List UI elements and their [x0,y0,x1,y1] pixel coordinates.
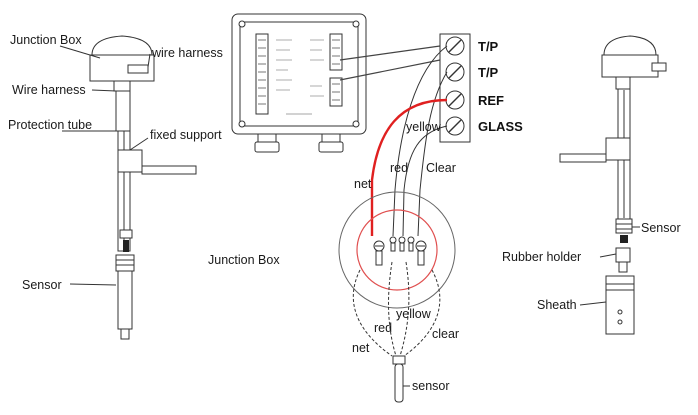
left-junction-box-neck [113,80,131,92]
left-sensor-connector [123,240,129,252]
wire-clear-lower [403,269,441,357]
right-junction-box-body [601,54,659,78]
wires: yellow red Clear net [354,45,456,237]
left-fixed-support-clamp [117,149,143,173]
center-sensor-probe [394,363,404,403]
label-wire-harness-left: Wire harness [12,83,86,97]
terminal-block: T/P T/P REF GLASS [439,33,523,143]
left-protection-tube-upper [115,90,131,132]
wire-red-lower [388,261,397,357]
label-wire-red-lower: red [374,321,392,335]
label-wire-clear-lower: clear [432,327,459,341]
label-wire-yellow-lower: yellow [396,307,432,321]
label-sensor-center: sensor [412,379,450,393]
label-sensor-left: Sensor [22,278,62,292]
sensor-head-inner-ring [356,209,438,291]
sensor-head-outer-ring [338,191,456,309]
label-wire-red-upper: red [390,161,408,175]
terminal-label-tp-2: T/P [478,65,499,80]
wire-net-ref [370,98,448,236]
label-sheath: Sheath [537,298,577,312]
terminal-label-ref: REF [478,93,504,108]
pcb-terminal-strip-left [255,33,269,115]
terminal-screws [445,36,465,136]
right-fixed-support-bracket [559,153,607,163]
terminal-label-tp-1: T/P [478,39,499,54]
label-wire-harness-top: wire harness [151,46,223,60]
right-sensor-connector [620,235,628,243]
wire-net-lower [352,269,393,357]
label-wire-net-lower: net [352,341,370,355]
sensor-head: yellow red clear net sensor [338,191,459,403]
label-wire-net-upper: net [354,177,372,191]
wire-red [392,45,448,237]
cable-gland-left [257,133,277,143]
cable-gland-right [321,133,341,143]
left-sensor-body [117,270,133,330]
right-junction-box-dome [603,35,657,56]
label-wire-clear-upper: Clear [426,161,456,175]
left-fixed-support-bracket [141,165,197,175]
left-wire-harness-connector [127,64,149,74]
junction-box-pcb: Junction Box [208,13,441,267]
terminal-label-glass: GLASS [478,119,523,134]
left-junction-box-dome [91,35,153,56]
left-assembly: Junction Box wire harness Wire harness P… [8,33,223,340]
label-junction-box-left: Junction Box [10,33,82,47]
right-assembly: Sensor Rubber holder Sheath [502,35,681,335]
label-fixed-support: fixed support [150,128,222,142]
label-rubber-holder: Rubber holder [502,250,581,264]
wire-yellow-lower [399,261,410,357]
label-protection-tube: Protection tube [8,118,92,132]
pcb-terminal-strip-right-top [329,33,343,71]
label-sensor-right: Sensor [641,221,681,235]
wire-yellow [402,125,448,237]
right-fixed-support-clamp [605,137,631,161]
label-junction-box-center: Junction Box [208,253,280,267]
right-sheath [605,275,635,335]
wire-clear [417,71,448,237]
label-wire-yellow-upper: yellow [406,120,442,134]
right-rubber-holder [615,247,631,263]
